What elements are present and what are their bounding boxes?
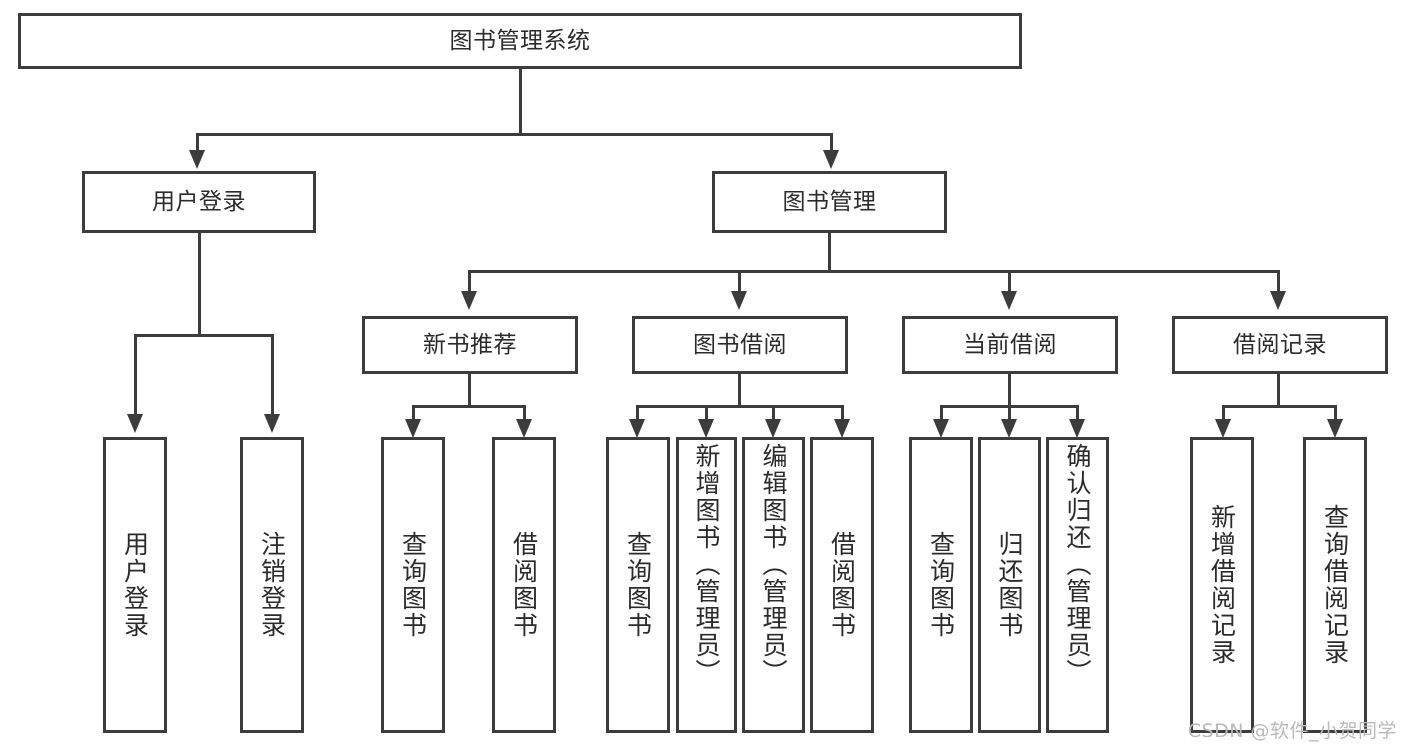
edge-book-borrow-bus bbox=[636, 405, 844, 408]
leaf-label: 查询图书 bbox=[398, 531, 428, 639]
leaf-query-book-current[interactable]: 查询图书 bbox=[909, 437, 973, 733]
leaf-borrow-book[interactable]: 借阅图书 bbox=[810, 437, 874, 733]
leaf-return-book[interactable]: 归还图书 bbox=[978, 437, 1041, 733]
edge-book-borrow-child-3 bbox=[772, 405, 775, 422]
edge-current-borrow-stem bbox=[1008, 374, 1011, 407]
arrow-user-login-child-2 bbox=[264, 414, 280, 433]
node-root-book-management-system[interactable]: 图书管理系统 bbox=[18, 13, 1022, 69]
arrow-book-management-child-4 bbox=[1270, 291, 1286, 310]
node-label: 图书借阅 bbox=[693, 331, 787, 358]
node-user-login[interactable]: 用户登录 bbox=[82, 171, 316, 233]
edge-book-management-bus bbox=[468, 270, 1280, 273]
node-borrow-record[interactable]: 借阅记录 bbox=[1172, 316, 1388, 374]
edge-current-borrow-child-1 bbox=[940, 405, 943, 422]
arrow-current-borrow-child-3 bbox=[1069, 419, 1085, 438]
leaf-add-book-admin[interactable]: 新增图书（管理员） bbox=[676, 437, 737, 733]
leaf-add-borrow-record[interactable]: 新增借阅记录 bbox=[1190, 437, 1254, 733]
leaf-user-login[interactable]: 用户登录 bbox=[103, 437, 167, 733]
edge-to-user-login bbox=[196, 133, 199, 153]
node-current-borrow[interactable]: 当前借阅 bbox=[902, 316, 1118, 374]
edge-book-borrow-child-2 bbox=[705, 405, 708, 422]
edge-book-borrow-child-1 bbox=[636, 405, 639, 422]
leaf-borrow-book-recommend[interactable]: 借阅图书 bbox=[492, 437, 556, 733]
node-label: 图书管理系统 bbox=[449, 27, 591, 54]
leaf-query-book-borrow[interactable]: 查询图书 bbox=[606, 437, 670, 733]
node-label: 借阅记录 bbox=[1233, 331, 1327, 358]
edge-user-login-child-2 bbox=[271, 334, 274, 416]
leaf-edit-book-admin[interactable]: 编辑图书（管理员） bbox=[742, 437, 805, 733]
edge-root-stem bbox=[519, 69, 522, 135]
leaf-label: 查询图书 bbox=[623, 531, 653, 639]
arrow-book-management-child-1 bbox=[461, 291, 477, 310]
leaf-logout[interactable]: 注销登录 bbox=[240, 437, 304, 733]
arrow-book-borrow-child-4 bbox=[834, 419, 850, 438]
edge-new-book-recommend-child-1 bbox=[412, 405, 415, 422]
node-label: 用户登录 bbox=[152, 188, 246, 215]
leaf-label: 新增图书（管理员） bbox=[692, 443, 721, 686]
arrow-book-borrow-child-3 bbox=[765, 419, 781, 438]
arrow-book-borrow-child-2 bbox=[698, 419, 714, 438]
edge-to-book-management bbox=[830, 133, 833, 153]
leaf-label: 编辑图书（管理员） bbox=[759, 443, 788, 686]
edge-book-borrow-stem bbox=[738, 374, 741, 407]
arrow-current-borrow-child-1 bbox=[933, 419, 949, 438]
arrow-user-login-child-1 bbox=[127, 414, 143, 433]
edge-user-login-stem bbox=[198, 233, 201, 336]
arrow-new-book-recommend-child-2 bbox=[516, 419, 532, 438]
leaf-query-book-recommend[interactable]: 查询图书 bbox=[381, 437, 445, 733]
leaf-label: 归还图书 bbox=[995, 531, 1024, 639]
node-label: 新书推荐 bbox=[423, 331, 517, 358]
node-new-book-recommend[interactable]: 新书推荐 bbox=[362, 316, 578, 374]
edge-current-borrow-child-3 bbox=[1076, 405, 1079, 422]
edge-current-borrow-child-2 bbox=[1008, 405, 1011, 422]
edge-borrow-record-stem bbox=[1277, 374, 1280, 407]
edge-book-management-child-1 bbox=[468, 270, 471, 293]
node-book-borrow[interactable]: 图书借阅 bbox=[632, 316, 848, 374]
leaf-label: 用户登录 bbox=[120, 531, 150, 639]
edge-book-management-child-2 bbox=[738, 270, 741, 293]
arrow-borrow-record-child-2 bbox=[1327, 419, 1343, 438]
leaf-label: 新增借阅记录 bbox=[1207, 504, 1237, 666]
edge-book-management-child-3 bbox=[1008, 270, 1011, 293]
edge-new-book-recommend-stem bbox=[468, 374, 471, 407]
arrow-book-management-child-2 bbox=[731, 291, 747, 310]
edge-book-management-child-4 bbox=[1277, 270, 1280, 293]
edge-borrow-record-child-2 bbox=[1334, 405, 1337, 422]
edge-new-book-recommend-bus bbox=[412, 405, 526, 408]
arrow-book-management-child-3 bbox=[1001, 291, 1017, 310]
edge-borrow-record-child-1 bbox=[1222, 405, 1225, 422]
edge-level2-bus bbox=[196, 133, 833, 136]
node-label: 当前借阅 bbox=[963, 331, 1057, 358]
leaf-label: 确认归还（管理员） bbox=[1063, 443, 1092, 686]
arrow-borrow-record-child-1 bbox=[1215, 419, 1231, 438]
node-label: 图书管理 bbox=[782, 188, 877, 215]
arrow-new-book-recommend-child-1 bbox=[405, 419, 421, 438]
arrow-to-user-login bbox=[189, 150, 205, 169]
edge-borrow-record-bus bbox=[1222, 405, 1337, 408]
leaf-label: 借阅图书 bbox=[827, 531, 857, 639]
leaf-query-borrow-record[interactable]: 查询借阅记录 bbox=[1303, 437, 1367, 733]
leaf-confirm-return-admin[interactable]: 确认归还（管理员） bbox=[1046, 437, 1109, 733]
edge-book-management-stem bbox=[828, 233, 831, 272]
arrow-current-borrow-child-2 bbox=[1001, 419, 1017, 438]
edge-user-login-bus bbox=[134, 334, 274, 337]
arrow-to-book-management bbox=[823, 150, 839, 169]
edge-book-borrow-child-4 bbox=[841, 405, 844, 422]
edge-user-login-child-1 bbox=[134, 334, 137, 416]
leaf-label: 借阅图书 bbox=[509, 531, 539, 639]
edge-new-book-recommend-child-2 bbox=[523, 405, 526, 422]
arrow-book-borrow-child-1 bbox=[629, 419, 645, 438]
leaf-label: 注销登录 bbox=[257, 531, 287, 639]
leaf-label: 查询图书 bbox=[926, 531, 956, 639]
leaf-label: 查询借阅记录 bbox=[1320, 504, 1350, 666]
watermark: CSDN @软件_小贺同学 bbox=[1187, 720, 1397, 742]
node-book-management[interactable]: 图书管理 bbox=[712, 171, 947, 233]
